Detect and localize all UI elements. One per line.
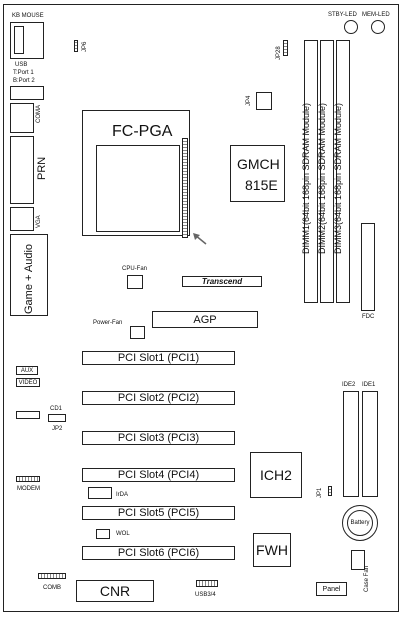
wol-label: WOL bbox=[116, 531, 130, 537]
modem-label: MODEM bbox=[17, 486, 40, 492]
prn-label: PRN bbox=[36, 156, 48, 180]
jp1-label: JP1 bbox=[317, 487, 323, 498]
jp4-label: JP4 bbox=[246, 95, 252, 106]
mem-led bbox=[371, 20, 385, 34]
ide2-connector bbox=[343, 391, 359, 497]
video-label: VIDEO bbox=[18, 379, 38, 386]
power-fan-header bbox=[130, 326, 145, 339]
ide2-label: IDE2 bbox=[342, 382, 356, 388]
wol-header bbox=[96, 529, 110, 539]
agp-label: AGP bbox=[193, 313, 217, 326]
pci-slot-2-label: PCI Slot2 (PCI2) bbox=[117, 392, 200, 404]
ide1-label: IDE1 bbox=[362, 382, 376, 388]
dimm2-label: DIMM2(64bit 168pin SDRAM Module) bbox=[317, 102, 327, 254]
pci-slot-4: PCI Slot4 (PCI4) bbox=[82, 468, 235, 482]
pci-slot-5-label: PCI Slot5 (PCI5) bbox=[117, 507, 200, 519]
fwh-chip: FWH bbox=[253, 533, 291, 567]
pci-slot-6-label: PCI Slot6 (PCI6) bbox=[117, 547, 200, 559]
jp28-label: JP28 bbox=[276, 46, 282, 60]
gmch-model-label: 815E bbox=[245, 177, 278, 193]
printer-port bbox=[10, 136, 34, 204]
pci-slot-2: PCI Slot2 (PCI2) bbox=[82, 391, 235, 405]
dimm3-slot bbox=[336, 40, 350, 303]
agp-slot: AGP bbox=[152, 311, 258, 328]
stby-led-label: STBY-LED bbox=[328, 12, 357, 18]
battery-cell: Battery bbox=[347, 510, 373, 536]
cpu-fan-header bbox=[127, 275, 143, 289]
cnr-label: CNR bbox=[99, 583, 131, 599]
pci-slot-3-label: PCI Slot3 (PCI3) bbox=[117, 432, 200, 444]
mem-led-label: MEM-LED bbox=[362, 12, 390, 18]
jp2-label: JP2 bbox=[52, 426, 63, 432]
panel-header: Panel bbox=[316, 582, 347, 596]
coma-connector bbox=[10, 103, 34, 133]
jp1-jumper bbox=[328, 486, 332, 496]
pin1-arrow-icon bbox=[193, 233, 207, 245]
aux-connector: AUX bbox=[16, 366, 38, 375]
cpu-socket-lever bbox=[182, 138, 188, 238]
cnr-slot: CNR bbox=[76, 580, 154, 602]
cpu-fan-label: CPU-Fan bbox=[122, 266, 148, 272]
fwh-label: FWH bbox=[256, 542, 288, 558]
fdc-label: FDC bbox=[362, 314, 375, 320]
dimm3-label: DIMM3(64bit 168pin SDRAM Module) bbox=[333, 102, 343, 254]
video-connector: VIDEO bbox=[16, 378, 40, 387]
comb-label: COMB bbox=[43, 585, 61, 591]
game-audio-label: Game + Audio bbox=[23, 243, 35, 314]
cd2-connector bbox=[16, 411, 40, 419]
game-audio-connector bbox=[10, 234, 48, 316]
pci-slot-1: PCI Slot1 (PCI1) bbox=[82, 351, 235, 365]
jp4-jumper bbox=[256, 92, 272, 110]
power-fan-label: Power-Fan bbox=[93, 320, 123, 326]
comb-header bbox=[38, 573, 66, 579]
usb34-header bbox=[196, 580, 218, 587]
kb-mouse-label: KB MOUSE bbox=[12, 13, 44, 19]
battery-label: Battery bbox=[350, 520, 370, 526]
cd1-label: CD1 bbox=[50, 406, 63, 412]
transcend-label: Transcend bbox=[201, 277, 243, 286]
dimm1-slot bbox=[304, 40, 318, 303]
usb-label: USB bbox=[15, 62, 28, 68]
cpu-socket-label: FC-PGA bbox=[112, 123, 173, 140]
dimm2-slot bbox=[320, 40, 334, 303]
usb-port2-label: B:Port 2 bbox=[13, 78, 35, 84]
jp6-label: JP6 bbox=[82, 41, 88, 52]
pci-slot-1-label: PCI Slot1 (PCI1) bbox=[117, 352, 200, 364]
irda-label: IrDA bbox=[116, 492, 128, 498]
usb-connector bbox=[10, 86, 44, 100]
ide1-connector bbox=[362, 391, 378, 497]
case-fan-header bbox=[351, 550, 365, 570]
pci-slot-4-label: PCI Slot4 (PCI4) bbox=[117, 469, 200, 481]
vga-label: VGA bbox=[36, 215, 42, 228]
case-fan-label: Case Fan bbox=[364, 565, 370, 592]
coma-label: COMA bbox=[36, 105, 42, 123]
gmch-label: GMCH bbox=[237, 156, 280, 172]
aux-label: AUX bbox=[20, 367, 34, 374]
jp28-jumper bbox=[283, 40, 288, 56]
stby-led bbox=[344, 20, 358, 34]
cpu-socket-inner bbox=[96, 145, 180, 232]
modem-header bbox=[16, 476, 40, 482]
kb-mouse-port-inner bbox=[14, 26, 24, 54]
pci-slot-3: PCI Slot3 (PCI3) bbox=[82, 431, 235, 445]
usb34-label: USB3/4 bbox=[195, 592, 216, 598]
pci-slot-6: PCI Slot6 (PCI6) bbox=[82, 546, 235, 560]
usb-port1-label: T:Port 1 bbox=[13, 70, 34, 76]
pci-slot-5: PCI Slot5 (PCI5) bbox=[82, 506, 235, 520]
transcend-module: Transcend bbox=[182, 276, 262, 287]
ich2-chip: ICH2 bbox=[250, 452, 302, 498]
vga-connector bbox=[10, 207, 34, 231]
panel-label: Panel bbox=[322, 585, 341, 593]
jp6-jumper bbox=[74, 40, 78, 52]
dimm1-label: DIMM1(64bit 168pin SDRAM Module) bbox=[301, 102, 311, 254]
cd1-connector bbox=[48, 414, 66, 422]
gmch-chip bbox=[230, 145, 285, 202]
irda-header bbox=[88, 487, 112, 499]
ich2-label: ICH2 bbox=[260, 467, 292, 483]
fdc-connector bbox=[361, 223, 375, 311]
